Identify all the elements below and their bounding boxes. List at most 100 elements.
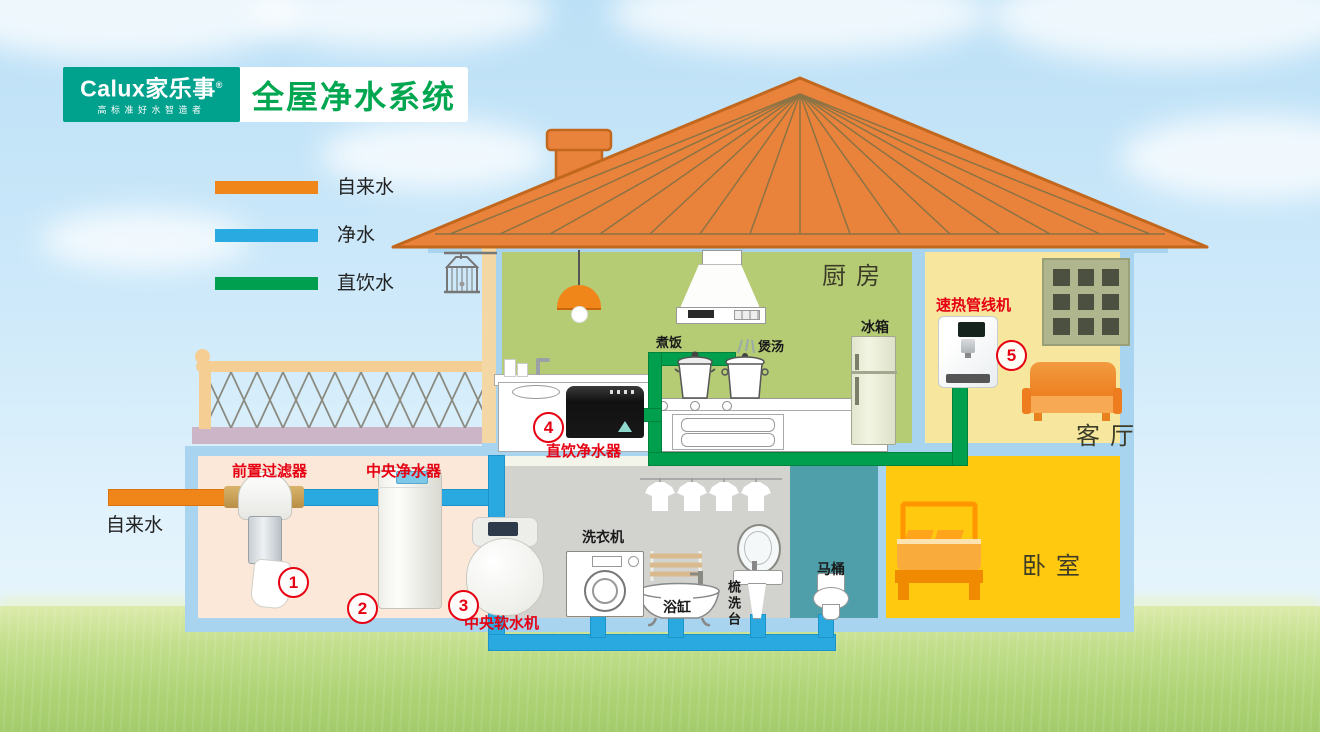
vanity-label: 梳洗台: [726, 580, 741, 628]
device-prefilter-head: [238, 472, 292, 520]
stove-knob: [690, 401, 700, 411]
poster-title-box: 全屋净水系统: [240, 67, 468, 122]
dispenser-screen: [958, 322, 985, 337]
brand-name: Calux家乐事®: [80, 75, 223, 102]
kitchen-left-wall: [482, 247, 496, 443]
shelf-cubby: [1102, 269, 1119, 286]
sofa-leg: [1102, 413, 1110, 421]
legend-swatch-tap: [215, 181, 318, 194]
toilet-base: [822, 604, 840, 620]
sink-faucet: [536, 360, 540, 375]
balcony-post: [199, 361, 211, 429]
towel-rack: [650, 551, 702, 581]
bed: [895, 501, 983, 600]
device-central-softener: [466, 538, 544, 616]
washer-knob: [628, 556, 639, 567]
sofa-leg: [1034, 413, 1042, 421]
sofa-seat: [1024, 396, 1122, 413]
fridge-label: 冰箱: [861, 319, 889, 335]
shelf-cubby: [1102, 293, 1119, 311]
stove-drawer: [681, 433, 775, 447]
vanity-pedestal: [747, 583, 767, 619]
vanity-faucet: [752, 561, 757, 571]
washer-door: [584, 570, 626, 612]
shelf-cubby: [1053, 293, 1070, 311]
vanity-mirror-inner: [744, 531, 772, 565]
device-central-purifier: [378, 467, 442, 609]
shelf-cubby: [1053, 269, 1070, 286]
legend-swatch-clean: [215, 229, 318, 242]
badge-5: 5: [996, 340, 1027, 371]
kitchen-label: 厨房: [822, 264, 890, 290]
drink-water-pipe-dispenser-riser: [952, 384, 968, 466]
bedroom-label: 卧室: [1022, 554, 1090, 580]
dispenser-spout: [961, 339, 975, 353]
stove-drawer-panel: [672, 414, 784, 450]
central-purifier-label: 中央净水器: [366, 463, 442, 480]
central-purifier-screen: [396, 471, 428, 484]
shelf-cubby: [1053, 318, 1070, 335]
shelf-cubby: [1077, 318, 1095, 335]
soup-pot-label: 煲汤: [758, 339, 785, 354]
dispenser-spout-tip: [965, 353, 971, 358]
poster-title: 全屋净水系统: [251, 78, 456, 115]
balcony-rail: [196, 361, 490, 372]
device-prefilter-bowl: [248, 516, 282, 564]
purifier-logo-mark: [618, 421, 632, 432]
cup: [504, 359, 516, 377]
hanging-shirts: [640, 478, 782, 511]
stove-cabinet: [648, 398, 888, 452]
registered-mark: ®: [215, 79, 223, 90]
brand-logo: Calux家乐事® 高标准好水智造者: [63, 67, 240, 122]
wall-shelf: [1042, 258, 1130, 346]
sofa-armrest: [1022, 388, 1031, 414]
badge-3: 3: [448, 590, 479, 621]
stove-counter-line: [648, 410, 886, 411]
stove-knob: [722, 401, 732, 411]
cloud: [320, 120, 550, 190]
sofa-back: [1030, 362, 1116, 400]
balcony-post-knob: [195, 349, 210, 364]
legend-label-drink: 直饮水: [337, 273, 395, 294]
purifier-indicator-lights: [610, 390, 636, 394]
washer-supply-stub: [590, 612, 606, 638]
soup-pot: [721, 338, 769, 399]
fridge-divider: [851, 371, 897, 374]
bathtub-supply-stub: [668, 616, 684, 638]
softener-screen: [488, 522, 518, 536]
central-softener-label: 中央软水机: [464, 615, 540, 632]
washer-door-glass: [592, 578, 618, 604]
badge-1: 1: [278, 567, 309, 598]
basin-supply-stub: [750, 614, 766, 638]
washer-label: 洗衣机: [582, 529, 624, 545]
living-room-label: 客厅: [1076, 424, 1144, 450]
badge-4: 4: [533, 412, 564, 443]
lamp-bulb: [571, 306, 588, 323]
rice-pot: [674, 351, 716, 399]
balcony-base: [192, 427, 492, 444]
toilet-label: 马桶: [817, 561, 845, 577]
washer-dispenser: [592, 556, 622, 567]
shelf-cubby: [1077, 293, 1095, 311]
bedroom-divider-wall: [878, 456, 886, 618]
tap-water-source-label: 自来水: [106, 515, 164, 536]
legend-swatch-drink: [215, 277, 318, 290]
drinking-purifier-label: 直饮净水器: [546, 443, 622, 460]
stove-drawer: [681, 418, 775, 432]
cup: [517, 363, 528, 377]
shelf-cubby: [1077, 269, 1095, 286]
drink-water-pipe-run: [648, 452, 968, 466]
range-hood-buttons: [734, 310, 760, 320]
roof: [391, 76, 1209, 249]
range-hood-display: [688, 310, 714, 318]
legend-label-tap: 自来水: [337, 177, 395, 198]
bathtub-label: 浴缸: [661, 597, 693, 617]
bird-cage: [444, 251, 497, 294]
badge-2: 2: [347, 593, 378, 624]
lamp-cord: [578, 250, 580, 288]
central-purifier-seam: [378, 487, 440, 488]
prefilter-label: 前置过滤器: [232, 463, 308, 480]
toilet-supply-stub: [818, 614, 834, 638]
